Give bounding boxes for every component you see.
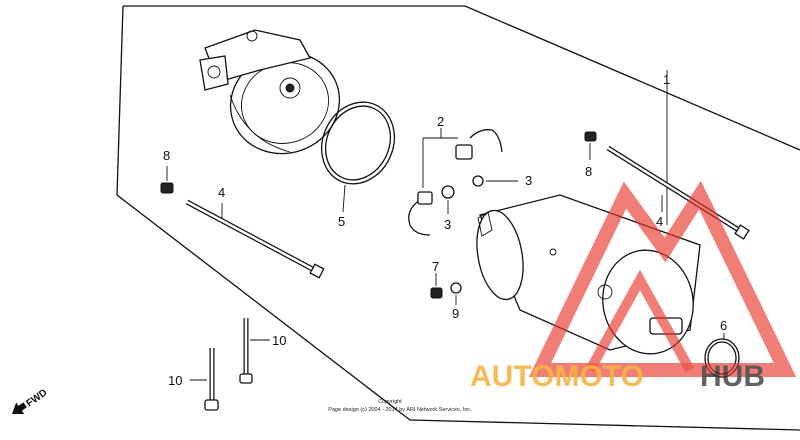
watermark-text-automoto: AUTOMOTO bbox=[470, 360, 644, 393]
callout-7: 7 bbox=[432, 259, 439, 274]
automotohub-watermark: AUTOMOTO HUB bbox=[470, 180, 797, 393]
callout-10: 10 bbox=[168, 373, 182, 388]
callout-4: 4 bbox=[656, 214, 663, 229]
long-bolt-right bbox=[606, 145, 750, 240]
fwd-label: FWD bbox=[24, 387, 49, 409]
copyright-line-2: Page design (c) 2004 - 2014 by ARI Netwo… bbox=[328, 407, 472, 413]
fwd-indicator: FWD bbox=[12, 387, 49, 414]
rear-housing bbox=[199, 29, 341, 155]
callout-10: 10 bbox=[272, 333, 286, 348]
callout-9: 9 bbox=[452, 306, 459, 321]
nut-8-left bbox=[160, 166, 174, 194]
washer-3 bbox=[441, 175, 518, 214]
callout-2: 2 bbox=[437, 114, 444, 129]
callout-1: 1 bbox=[663, 72, 670, 87]
assembly-boundary bbox=[123, 5, 800, 151]
starter-motor-body bbox=[476, 70, 701, 355]
watermark-text-hub: HUB bbox=[700, 360, 765, 393]
callout-3: 3 bbox=[525, 173, 532, 188]
brush-holder-set bbox=[408, 128, 503, 236]
callout-6: 6 bbox=[720, 318, 727, 333]
bolt-10-upper bbox=[239, 318, 270, 384]
washer-9 bbox=[450, 282, 462, 305]
callout-8: 8 bbox=[163, 148, 170, 163]
nut-7 bbox=[430, 273, 443, 299]
assembly-boundary-left bbox=[116, 5, 800, 431]
nut-8-right bbox=[584, 131, 597, 160]
long-bolt-left bbox=[185, 199, 325, 279]
o-ring-5 bbox=[321, 101, 395, 213]
watermark-logo-mark bbox=[528, 180, 797, 377]
callout-4: 4 bbox=[218, 185, 225, 200]
bolt-10-lower bbox=[190, 348, 219, 411]
callout-8: 8 bbox=[585, 164, 592, 179]
copyright-line-1: Copyright bbox=[378, 399, 402, 405]
fwd-arrow-icon bbox=[12, 402, 27, 414]
callout-5: 5 bbox=[338, 214, 345, 229]
callout-3: 3 bbox=[444, 217, 451, 232]
